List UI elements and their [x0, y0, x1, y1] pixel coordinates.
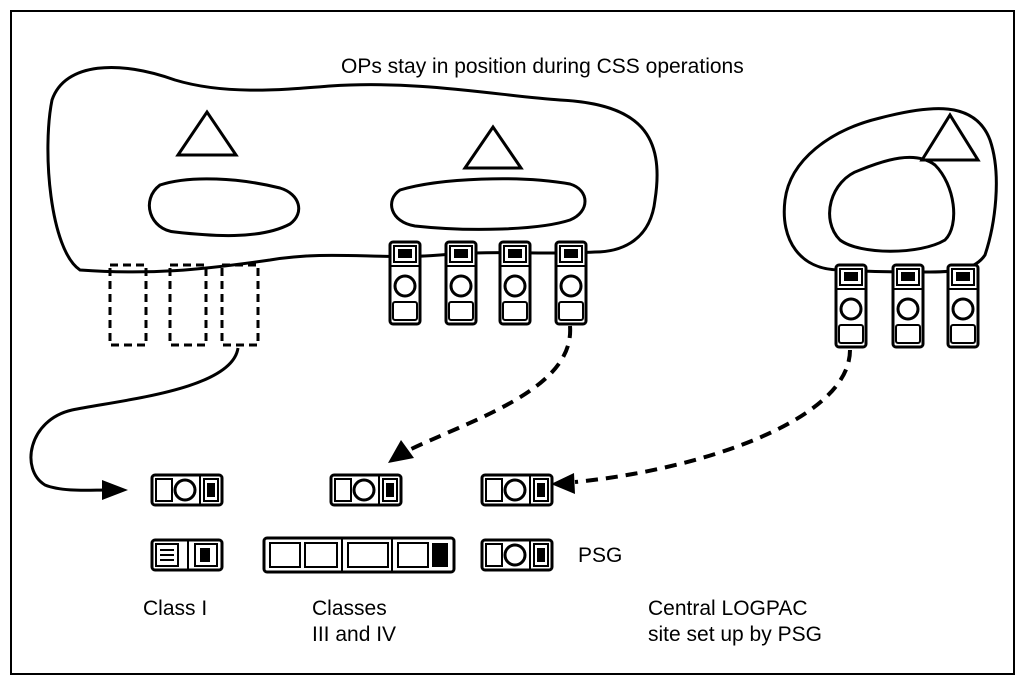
truck-horizontal-icon: [150, 473, 224, 507]
truck-placeholder-icon: [220, 263, 260, 347]
label-classes-line2: III and IV: [312, 623, 397, 646]
right-island: [828, 155, 956, 253]
triangle-op-icon: [462, 124, 524, 170]
truck-horizontal-icon: [329, 473, 403, 507]
arrowhead-icon: [388, 440, 414, 463]
label-central-line1: Central LOGPAC: [648, 597, 808, 620]
truck-vertical-icon: [834, 263, 868, 349]
truck-vertical-icon: [554, 240, 588, 326]
triangle-op-icon: [919, 112, 981, 162]
left-island-1: [147, 177, 301, 238]
left-area-outline: [46, 65, 659, 274]
truck-vertical-icon: [891, 263, 925, 349]
label-central-line2: site set up by PSG: [648, 623, 822, 646]
truck-vertical-icon: [388, 240, 422, 326]
right-area-outline: [782, 107, 998, 274]
diagram-title: OPs stay in position during CSS operatio…: [341, 55, 744, 78]
arrowhead-icon: [551, 473, 575, 494]
arrowhead-icon: [102, 480, 128, 500]
truck-vertical-icon: [946, 263, 980, 349]
dashed-arrow-icon: [574, 349, 852, 484]
dashed-arrow-icon: [404, 325, 573, 454]
truck-horizontal-icon: [480, 538, 554, 572]
label-class-i: Class I: [143, 597, 208, 620]
label-classes-line1: Classes: [312, 597, 387, 620]
left-island-2: [390, 177, 587, 231]
curved-arrow-icon: [29, 347, 240, 492]
triangle-op-icon: [175, 109, 239, 157]
truck-horizontal-icon: [480, 473, 554, 507]
truck-vertical-icon: [498, 240, 532, 326]
tanker-truck-icon: [262, 536, 456, 574]
label-psg: PSG: [578, 544, 623, 567]
truck-placeholder-icon: [168, 263, 208, 347]
truck-vertical-icon: [444, 240, 478, 326]
cargo-truck-icon: [150, 538, 224, 572]
truck-placeholder-icon: [108, 263, 148, 347]
